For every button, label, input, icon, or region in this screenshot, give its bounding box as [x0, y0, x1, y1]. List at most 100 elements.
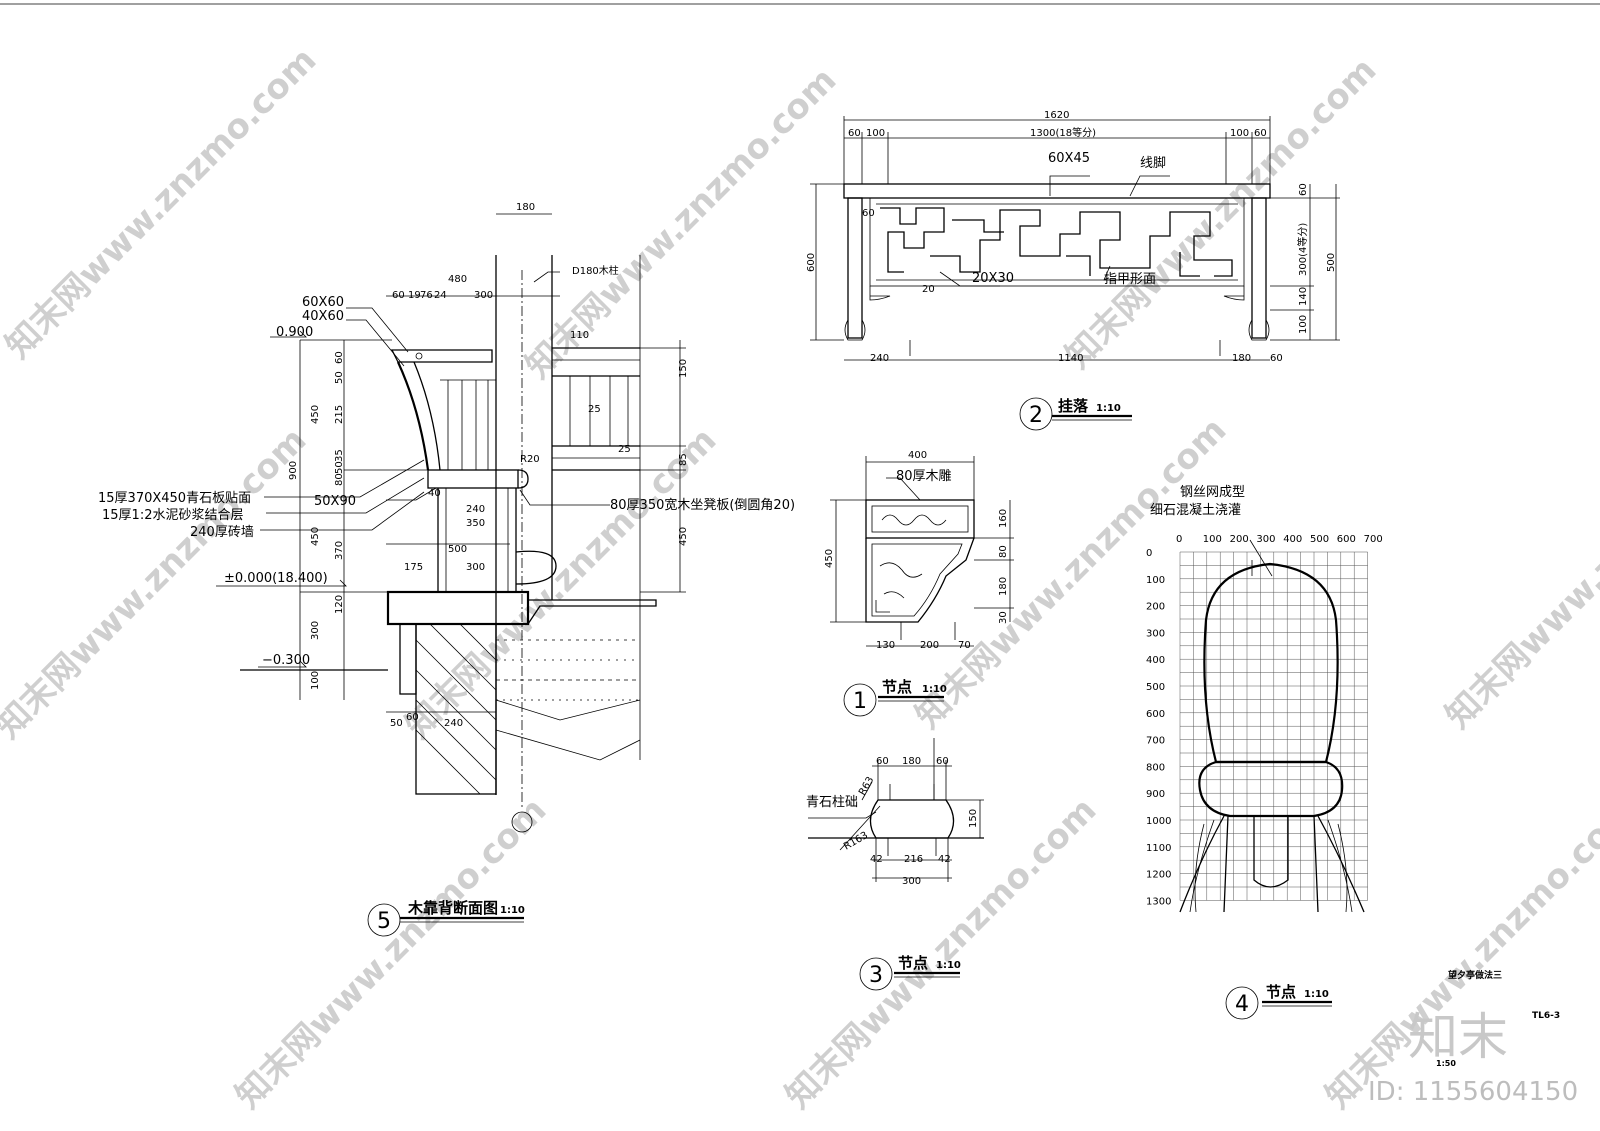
watermark-text: 知末网www.znzmo.com [228, 790, 554, 1116]
dim-label: 25 [618, 444, 631, 455]
dim-label: R163 [842, 830, 870, 853]
detail2-labels: 1620 1300(18等分) 60 100 100 60 60X45 线脚 2… [806, 110, 1337, 431]
y-tick-label: 800 [1146, 762, 1165, 773]
dim-label: 24 [434, 290, 447, 301]
dim-label: 240 [444, 718, 463, 729]
y-tick-label: 300 [1146, 628, 1165, 639]
x-tick-label: 100 [1203, 534, 1222, 545]
detail5-number: 5 [377, 909, 391, 934]
dim-label: 20 [922, 284, 935, 295]
watermark-text: 知末网www.znzmo.com [778, 790, 1104, 1116]
watermark-text: 知末网www.znzmo.com [1438, 410, 1600, 736]
detail1-bracket [830, 456, 1014, 647]
dim-label: 180 [516, 202, 535, 213]
watermark-text: 知末网www.znzmo.com [908, 410, 1234, 736]
note-brick-wall: 240厚砖墙 [190, 525, 254, 540]
elevation-minus-0300: −0.300 [262, 653, 310, 668]
dim-label: 60 [1270, 353, 1283, 364]
dim-label: 50 [390, 718, 403, 729]
dim-label: 60 [848, 128, 861, 139]
detail4-title: 节点 [1266, 983, 1296, 1001]
detail3-column-base [808, 738, 984, 882]
y-tick-label: 1000 [1146, 816, 1171, 827]
detail5-title: 木靠背断面图 [407, 899, 498, 917]
dim-label: 100 [1298, 315, 1309, 334]
dim-label: 160 [998, 509, 1009, 528]
note-nail-face: 指甲形面 [1104, 272, 1156, 287]
dim-label: 300 [466, 562, 485, 573]
dim-label: 450 [678, 527, 689, 546]
dim-label: 60 [876, 756, 889, 767]
dim-label: 100 [866, 128, 885, 139]
note-moulding: 线脚 [1140, 155, 1166, 171]
dim-label: 50 [334, 371, 345, 384]
y-tick-label: 1100 [1146, 843, 1171, 854]
detail4-number: 4 [1235, 992, 1249, 1017]
dim-label: 450 [824, 549, 835, 568]
detail1-labels: 400 80厚木雕 450 160 80 180 30 130 200 70 1… [824, 450, 1009, 717]
dim-label: 900 [288, 461, 299, 480]
dim-label: 175 [404, 562, 423, 573]
detail2-title: 挂落 [1058, 397, 1089, 415]
detail1-title: 节点 [882, 678, 912, 696]
dim-label: 500 [1326, 253, 1337, 272]
dim-label: 450 [310, 527, 321, 546]
dim-label: 450 [310, 405, 321, 424]
y-tick-label: 0 [1146, 548, 1152, 559]
x-tick-label: 200 [1230, 534, 1249, 545]
dim-label: 60 [1298, 183, 1309, 196]
dim-label: R20 [520, 454, 540, 465]
detail4-grid-ornament [1179, 539, 1368, 913]
x-tick-label: 400 [1283, 534, 1302, 545]
detail2-elevation [810, 116, 1340, 361]
detail5-section [216, 213, 686, 833]
dim-label: 150 [678, 359, 689, 378]
detail1-scale: 1:10 [922, 684, 947, 695]
y-tick-label: 600 [1146, 709, 1165, 720]
dim-label: 1140 [1058, 353, 1083, 364]
dim-label: 140 [1298, 287, 1309, 306]
dim-label: 180 [998, 577, 1009, 596]
y-tick-label: 900 [1146, 789, 1165, 800]
watermark-text: 知末网www.znzmo.com [398, 420, 724, 746]
dim-label: 42 [870, 854, 883, 865]
dim-label: 216 [904, 854, 923, 865]
dim-label: 130 [876, 640, 895, 651]
dim-label: 300 [474, 290, 493, 301]
detail4-scale: 1:10 [1304, 989, 1329, 1000]
dim-label: 85 [678, 453, 689, 466]
dim-label: 50 [334, 461, 345, 474]
y-tick-label: 1200 [1146, 870, 1171, 881]
y-tick-label: 1300 [1146, 896, 1171, 907]
dim-label: 60 [334, 351, 345, 364]
image-id: ID: 1155604150 [1368, 1077, 1578, 1107]
detail2-scale: 1:10 [1096, 403, 1121, 414]
note-column: D180木柱 [572, 264, 619, 277]
dim-label: 60 [406, 712, 419, 723]
dim-label: 80 [334, 473, 345, 486]
dim-label: 19 [408, 290, 421, 301]
note-60x45: 60X45 [1048, 151, 1090, 166]
title-block: 望夕亭做法三 TL6-3 1:50 知末 ID: 1155604150 [1368, 969, 1578, 1107]
dim-label: 100 [310, 671, 321, 690]
dim-label: R63 [857, 775, 876, 798]
dim-label: 215 [334, 405, 345, 424]
note-seat-board: 80厚350宽木坐凳板(倒圆角20) [610, 497, 795, 513]
dim-label: 1620 [1044, 110, 1069, 121]
dim-label: 370 [334, 541, 345, 560]
watermark-text: 知末网www.znzmo.com [1318, 790, 1600, 1116]
dim-label: 200 [920, 640, 939, 651]
dim-label: 300 [902, 876, 921, 887]
y-tick-label: 100 [1146, 575, 1165, 586]
dim-label: 300(4等分) [1296, 223, 1309, 276]
note-stone-base: 青石柱础 [806, 795, 858, 810]
note-mortar-layer: 15厚1:2水泥砂浆结合层 [102, 508, 243, 523]
dim-label: 600 [806, 253, 817, 272]
note-20x30: 20X30 [972, 271, 1014, 286]
dim-label: 42 [938, 854, 951, 865]
x-tick-label: 0 [1176, 534, 1182, 545]
dim-label: 60 [936, 756, 949, 767]
dim-label: 240 [466, 504, 485, 515]
